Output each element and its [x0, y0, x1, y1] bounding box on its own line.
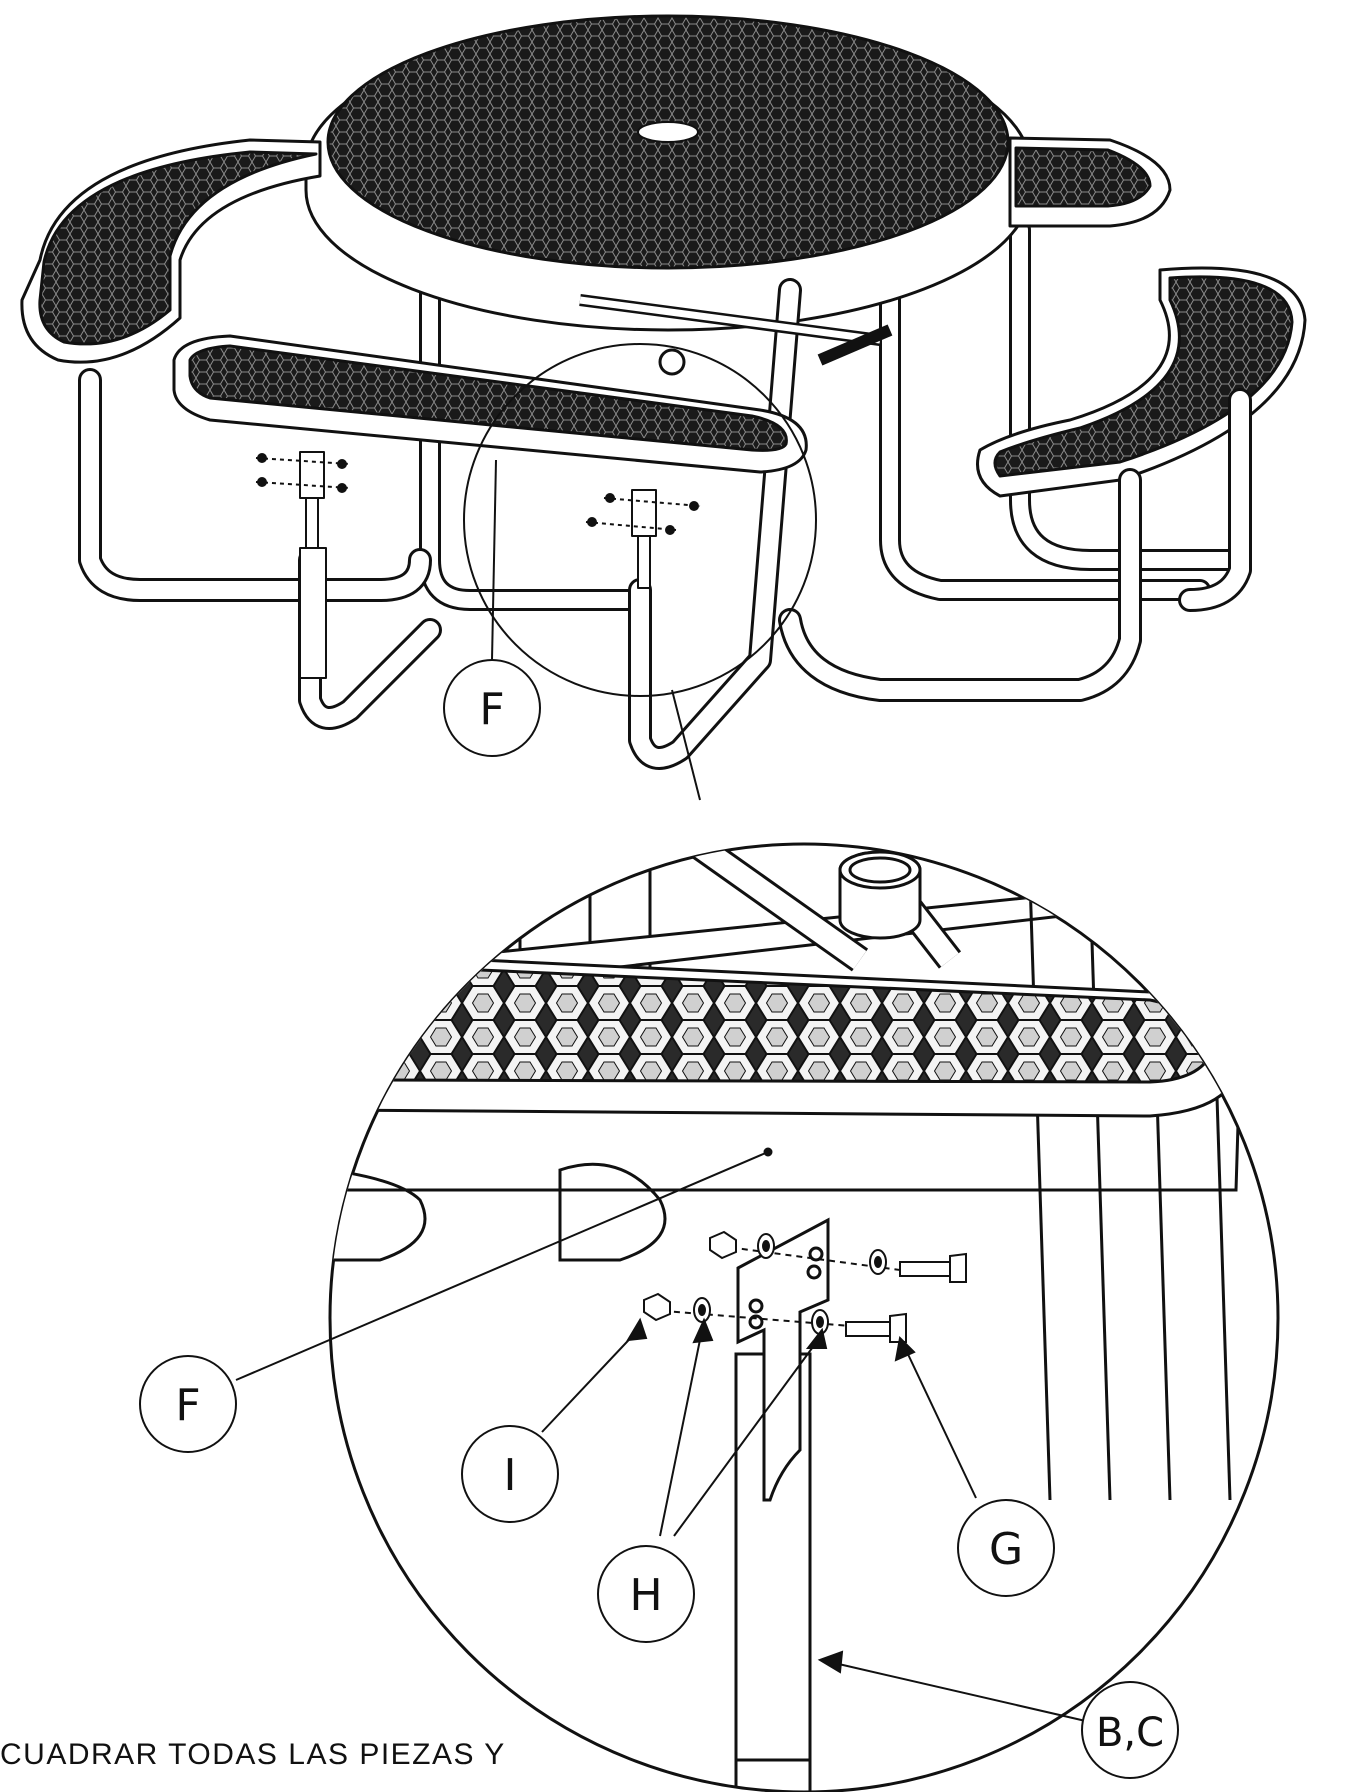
instruction-caption: CUADRAR TODAS LAS PIEZAS Y: [0, 1738, 506, 1771]
detail-leaders: [235, 1151, 1091, 1723]
h-callout-label: H: [629, 1570, 662, 1621]
bracket-hardware-left: [255, 451, 351, 679]
bench-front: [172, 334, 808, 474]
detail-leader-line: [671, 689, 701, 801]
f-detail-callout-circle: [139, 1355, 237, 1453]
frame-tubes-front: [78, 278, 1252, 770]
detail-bench-seat: [330, 958, 1242, 1192]
bracket-hardware-right: [585, 489, 701, 589]
i-callout-label: I: [504, 1450, 517, 1501]
bc-callout-label: B,C: [1096, 1710, 1164, 1756]
detail-view: [139, 842, 1280, 1792]
f-top-callout-label: F: [479, 684, 504, 735]
detail-marker-circle: [463, 343, 817, 697]
bench-back-left: [20, 138, 322, 364]
f-top-leader: [491, 459, 497, 661]
h-callout-circle: [597, 1545, 695, 1643]
detail-bracket: [734, 1217, 830, 1792]
i-callout-circle: [461, 1425, 559, 1523]
detail-hardware: [643, 1230, 967, 1343]
bc-callout-circle: [1081, 1681, 1179, 1779]
f-detail-callout-label: F: [175, 1380, 200, 1431]
f-top-callout-circle: [443, 659, 541, 757]
bench-back-right: [1008, 136, 1172, 228]
g-callout-label: G: [989, 1524, 1023, 1575]
g-callout-circle: [957, 1499, 1055, 1597]
table-top: [304, 14, 1032, 332]
table-overview: [20, 14, 1307, 801]
detail-frame: [330, 844, 1232, 1501]
detail-clip-content: [330, 844, 1242, 1792]
bench-right: [976, 266, 1307, 498]
